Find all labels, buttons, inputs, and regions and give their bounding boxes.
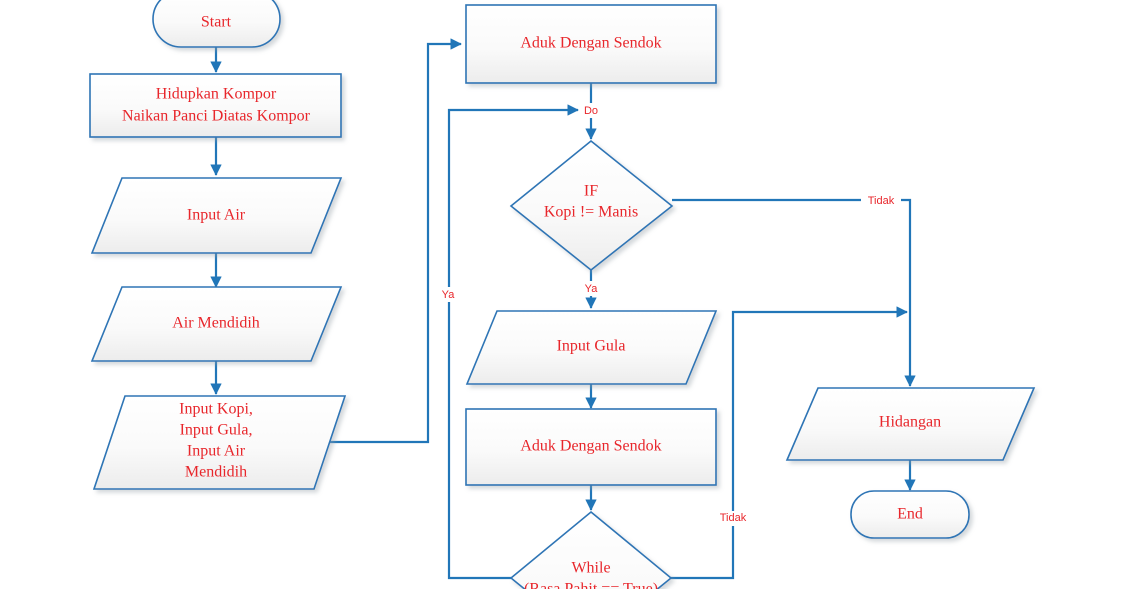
- node-aduk-sendok-1[interactable]: Aduk Dengan Sendok: [465, 4, 717, 84]
- input-kopi-label-line4: Mendidih: [185, 464, 247, 481]
- node-if-kopi-manis[interactable]: IF Kopi != Manis: [509, 139, 674, 272]
- node-input-kopi[interactable]: Input Kopi, Input Gula, Input Air Mendid…: [92, 395, 347, 490]
- if-kopi-manis-shape: [509, 139, 674, 272]
- tidak-if-label-halo: [861, 193, 901, 208]
- hidupkan-kompor-shape: [89, 73, 342, 138]
- input-kopi-label-line2: Input Gula,: [180, 422, 253, 439]
- edge-label-layer: Do Ya Ya Tidak Tidak: [437, 103, 901, 526]
- if-kopi-manis-label-line1: IF: [584, 183, 598, 200]
- edge-label-tidak-while: Tidak: [720, 512, 747, 524]
- edge-while-ya-to-do: [447, 104, 579, 580]
- tidak-while-label-halo: [712, 511, 754, 526]
- while-rasa-pahit-label-line2: (Rasa Pahit == True): [524, 581, 658, 589]
- aduk-sendok-1-label: Aduk Dengan Sendok: [520, 35, 661, 52]
- input-kopi-label-line3: Input Air: [187, 443, 246, 460]
- start-shape: [152, 0, 281, 48]
- edge-label-ya-if: Ya: [585, 283, 599, 295]
- hidupkan-kompor-label-line2: Naikan Panci Diatas Kompor: [122, 108, 311, 125]
- hidupkan-kompor-label-line1: Hidupkan Kompor: [156, 86, 277, 103]
- ya-if-label-halo: [578, 281, 602, 296]
- hidangan-label: Hidangan: [879, 414, 941, 431]
- input-air-label: Input Air: [187, 207, 246, 224]
- node-input-gula[interactable]: Input Gula: [465, 310, 718, 385]
- edge-label-ya-while: Ya: [442, 289, 456, 301]
- node-while-rasa-pahit[interactable]: While (Rasa Pahit == True): [509, 510, 673, 589]
- air-mendidih-label: Air Mendidih: [172, 315, 260, 332]
- air-mendidih-shape: [90, 286, 343, 362]
- do-label-halo: [579, 103, 603, 118]
- input-gula-shape: [465, 310, 718, 385]
- aduk-sendok-1-shape: [465, 4, 717, 84]
- end-label: End: [897, 506, 923, 523]
- input-kopi-label-line1: Input Kopi,: [179, 401, 253, 418]
- node-aduk-sendok-2[interactable]: Aduk Dengan Sendok: [465, 408, 717, 486]
- hidangan-shape: [785, 387, 1036, 461]
- node-start[interactable]: Start: [152, 0, 281, 48]
- node-air-mendidih[interactable]: Air Mendidih: [90, 286, 343, 362]
- node-input-air[interactable]: Input Air: [90, 177, 343, 254]
- input-air-shape: [90, 177, 343, 254]
- edge-label-tidak-if: Tidak: [868, 195, 895, 207]
- edge-input-kopi-to-aduk1: [315, 38, 462, 444]
- aduk-sendok-2-label: Aduk Dengan Sendok: [520, 438, 661, 455]
- edge-if-tidak-to-hidangan: [672, 198, 916, 387]
- while-rasa-pahit-shape: [509, 510, 673, 589]
- node-end[interactable]: End: [850, 490, 970, 539]
- start-label: Start: [201, 14, 232, 31]
- edge-label-do: Do: [584, 105, 598, 117]
- node-hidangan[interactable]: Hidangan: [785, 387, 1036, 461]
- connector-layer: [210, 38, 916, 580]
- input-kopi-shape: [92, 395, 347, 490]
- edge-while-tidak-to-merge: [671, 306, 908, 580]
- if-kopi-manis-label-line2: Kopi != Manis: [544, 204, 638, 221]
- node-hidupkan-kompor[interactable]: Hidupkan Kompor Naikan Panci Diatas Komp…: [89, 73, 342, 138]
- end-shape: [850, 490, 970, 539]
- while-rasa-pahit-label-line1: While: [571, 560, 610, 577]
- aduk-sendok-2-shape: [465, 408, 717, 486]
- input-gula-label: Input Gula: [557, 338, 626, 355]
- ya-while-label-halo: [437, 287, 459, 302]
